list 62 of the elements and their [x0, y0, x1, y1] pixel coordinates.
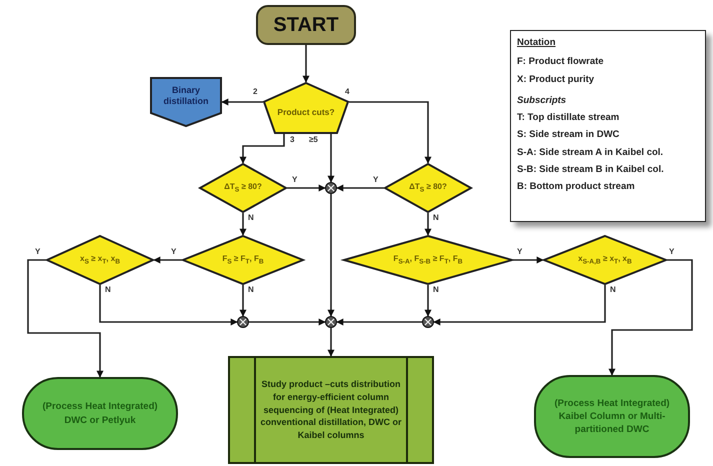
output-label: Binary distillation	[162, 84, 210, 108]
flow-arrow	[328, 328, 334, 357]
notation-entry: B: Bottom product stream	[517, 180, 635, 194]
edge-label: ≥5	[308, 136, 319, 144]
flow-arrow	[328, 134, 334, 183]
process-box	[228, 356, 434, 464]
flow-arrow	[328, 194, 334, 317]
edge-label: Y	[291, 176, 298, 184]
notation-entry: F: Product flowrate	[517, 55, 604, 69]
end-terminal	[534, 375, 690, 458]
flow-arrow	[240, 213, 246, 236]
notation-heading: Notation	[517, 36, 556, 50]
flow-arrow	[153, 256, 182, 264]
flow-arrow	[221, 98, 263, 106]
start-terminal	[256, 5, 356, 45]
flow-arrow	[240, 285, 246, 317]
process-label: Study product –cuts distribution for energy-efficient column sequencing of (Heat Integrated) conventional distillation, DWC or Kaibel columns	[259, 378, 402, 442]
edge-label: Y	[372, 176, 380, 184]
notation-entry: S: Side stream in DWC	[517, 128, 620, 142]
flow-arrow	[513, 256, 544, 264]
edge-label: 4	[344, 88, 350, 96]
flow-arrow	[433, 285, 606, 326]
edge-label: N	[609, 286, 617, 294]
decision-label: ΔT$_{S}$ ≥ 80?	[224, 182, 262, 194]
edge-label: 2	[252, 88, 258, 96]
edge-label: N	[432, 214, 440, 222]
notation-panel	[510, 30, 706, 222]
decision-label: x$_{S-A,B}$ ≥ x$_{T}$, x$_{B}$	[578, 254, 632, 266]
decision-label: ΔT$_{S}$ ≥ 80?	[409, 182, 447, 194]
decision-label: F$_{S-A}$, F$_{S-B}$ ≥ F$_{T}$, F$_{B}$	[393, 254, 463, 266]
flow-arrow	[336, 184, 384, 192]
flow-arrow	[240, 134, 285, 164]
flow-arrow	[27, 259, 104, 378]
flow-arrow	[287, 184, 326, 192]
flow-arrow	[336, 318, 422, 326]
edge-label: Y	[668, 248, 676, 256]
edge-label: 3	[289, 136, 296, 144]
subscripts-heading: Subscripts	[517, 94, 566, 108]
flow-arrow	[302, 45, 310, 83]
flow-arrow	[424, 213, 432, 236]
decision-label: x$_{S}$ ≥ x$_{T}$, x$_{B}$	[80, 254, 120, 266]
edge-label: N	[432, 286, 440, 294]
terminal-label: (Process Heat Integrated) DWC or Petlyuk	[42, 400, 158, 427]
flow-arrow	[99, 285, 238, 326]
notation-entry: S-A: Side stream A in Kaibel col.	[517, 146, 664, 160]
notation-entry: X: Product purity	[517, 72, 594, 86]
edge-label: N	[104, 286, 112, 294]
flow-arrow	[424, 285, 432, 317]
terminal-label: (Process Heat Integrated) Kaibel Column or Multi-partitioned DWC	[554, 396, 670, 436]
edge-label: Y	[170, 248, 178, 256]
flow-arrow	[249, 318, 326, 326]
start-label: START	[273, 14, 339, 36]
flow-arrow	[349, 101, 432, 164]
edge-label: Y	[34, 248, 42, 256]
edge-label: Y	[516, 248, 524, 256]
notation-entry: T: Top distillate stream	[517, 111, 620, 124]
decision-label: F$_{S}$ ≥ F$_{T}$, F$_{B}$	[222, 254, 264, 266]
edge-label: N	[247, 286, 255, 294]
notation-entry: S-B: Side stream B in Kaibel col.	[517, 163, 664, 176]
decision-label: Product cuts?	[277, 106, 335, 118]
edge-label: N	[247, 214, 255, 222]
flow-arrow	[608, 259, 693, 376]
